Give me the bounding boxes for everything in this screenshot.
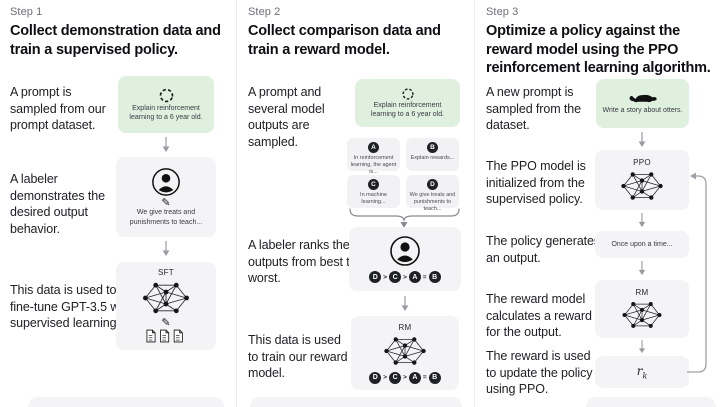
cutoff-panel — [250, 397, 462, 407]
prompt-box: Write a story about otters. — [596, 79, 689, 128]
rank-separator: > — [403, 374, 407, 381]
output-letter-badge: A — [368, 142, 379, 153]
prompt-text: Write a story about otters. — [602, 106, 683, 114]
column-divider — [474, 0, 475, 407]
labeler-person-icon — [152, 168, 180, 197]
neural-network-icon — [383, 336, 427, 365]
rm-model-box: RM D > C > A = B — [351, 316, 459, 390]
output-letter-badge: C — [368, 179, 379, 190]
sft-model-box: SFT ✎ — [116, 262, 216, 350]
output-card-c: C In machine learning... — [347, 175, 400, 208]
pencil-icon: ✎ — [161, 196, 171, 210]
cycle-icon — [159, 88, 173, 103]
documents-icon — [146, 329, 183, 343]
caption-reward-update: The reward is used to update the policy … — [486, 349, 593, 396]
caption-new-prompt: A new prompt is sampled from the dataset… — [486, 85, 581, 132]
prompt-text: Explain reinforcement learning to a 6 ye… — [370, 101, 445, 118]
ppo-model-box: PPO — [595, 150, 689, 210]
step2-heading: Collect comparison data and train a rewa… — [248, 23, 441, 58]
policy-output-box: Once upon a time... — [595, 231, 689, 258]
rank-badge: D — [369, 271, 382, 283]
feedback-loop-arrow — [687, 172, 707, 373]
rm-label: RM — [635, 287, 649, 297]
step1-heading: Collect demonstration data and train a s… — [10, 23, 221, 58]
down-arrow-icon — [638, 213, 646, 228]
output-card-d: D We give treats and punishments to teac… — [406, 175, 459, 212]
brace-down-icon — [349, 208, 460, 228]
step-label: Step 2 — [248, 6, 281, 18]
rank-badge: A — [408, 271, 421, 283]
down-arrow-icon — [637, 132, 647, 148]
reward-symbol: rk — [636, 363, 648, 381]
labeler-ranking-box: D > C > A = B — [349, 227, 461, 291]
rank-badge: C — [389, 271, 402, 283]
output-letter-badge: B — [427, 142, 438, 153]
down-arrow-icon — [638, 261, 646, 276]
rank-separator: > — [383, 273, 388, 281]
step-label: Step 3 — [486, 6, 519, 18]
prompt-box: Explain reinforcement learning to a 6 ye… — [118, 76, 214, 133]
output-card-text: We give treats and punishments to teach.… — [409, 192, 456, 212]
output-card-text: In machine learning... — [360, 192, 387, 205]
ranking-row: D > C > A = B — [369, 271, 441, 283]
output-card-a: A In reinforcement learning, the agent i… — [347, 138, 400, 175]
cutoff-panel — [28, 397, 224, 407]
rank-separator: > — [403, 273, 407, 281]
down-arrow-icon — [162, 241, 170, 257]
output-card-text: Explain rewards... — [410, 155, 455, 161]
output-card-b: B Explain rewards... — [406, 138, 459, 171]
labeler-person-icon — [390, 236, 420, 266]
rank-badge: B — [428, 271, 441, 283]
output-letter-badge: D — [427, 179, 438, 190]
sft-label: SFT — [157, 268, 174, 277]
labeler-box: ✎ We give treats and punishments to teac… — [116, 157, 216, 237]
prompt-box: Explain reinforcement learning to a 6 ye… — [355, 79, 460, 127]
neural-network-icon — [142, 282, 190, 314]
caption-labeler-ranks: A labeler ranks the outputs from best to… — [248, 238, 357, 285]
rank-badge: D — [369, 371, 382, 384]
caption-rm-calculates: The reward model calculates a reward for… — [486, 292, 592, 339]
rank-separator: = — [422, 273, 427, 281]
rank-badge: C — [389, 371, 402, 384]
prompt-text: Explain reinforcement learning to a 6 ye… — [129, 104, 203, 121]
policy-output-text: Once upon a time... — [611, 240, 673, 248]
caption-policy-generates: The policy generates an output. — [486, 234, 601, 265]
rm-label: RM — [398, 322, 412, 332]
caption-finetune: This data is used to fine-tune GPT-3.5 w… — [10, 283, 133, 330]
caption-labeler-demonstrates: A labeler demonstrates the desired outpu… — [10, 172, 105, 236]
rank-badge: B — [428, 371, 441, 384]
pencil-icon: ✎ — [161, 316, 171, 329]
column-divider — [236, 0, 237, 407]
cycle-icon — [401, 88, 414, 100]
neural-network-icon — [620, 171, 664, 200]
rank-badge: A — [408, 371, 421, 384]
caption-train-rm: This data is used to train our reward mo… — [248, 333, 348, 380]
caption-prompt-sampled: A prompt is sampled from our prompt data… — [10, 85, 106, 132]
labeler-output-text: We give treats and punishments to teach.… — [129, 209, 203, 226]
ppo-label: PPO — [633, 157, 651, 167]
caption-ppo-init: The PPO model is initialized from the su… — [486, 159, 586, 206]
rank-separator: = — [422, 374, 427, 381]
otter-icon — [628, 94, 657, 103]
ranking-row: D > C > A = B — [369, 371, 441, 384]
down-arrow-icon — [638, 340, 646, 354]
down-arrow-icon — [401, 296, 409, 312]
step-label: Step 1 — [10, 6, 43, 18]
down-arrow-icon — [162, 137, 170, 153]
rm-model-box: RM — [595, 280, 689, 338]
rank-separator: > — [383, 374, 388, 381]
reward-value-box: rk — [595, 356, 689, 388]
step3-heading: Optimize a policy against the reward mod… — [486, 23, 711, 77]
cutoff-panel — [586, 397, 716, 407]
caption-prompt-outputs: A prompt and several model outputs are s… — [248, 85, 325, 149]
output-card-text: In reinforcement learning, the agent is.… — [350, 155, 397, 175]
neural-network-icon — [622, 301, 662, 328]
